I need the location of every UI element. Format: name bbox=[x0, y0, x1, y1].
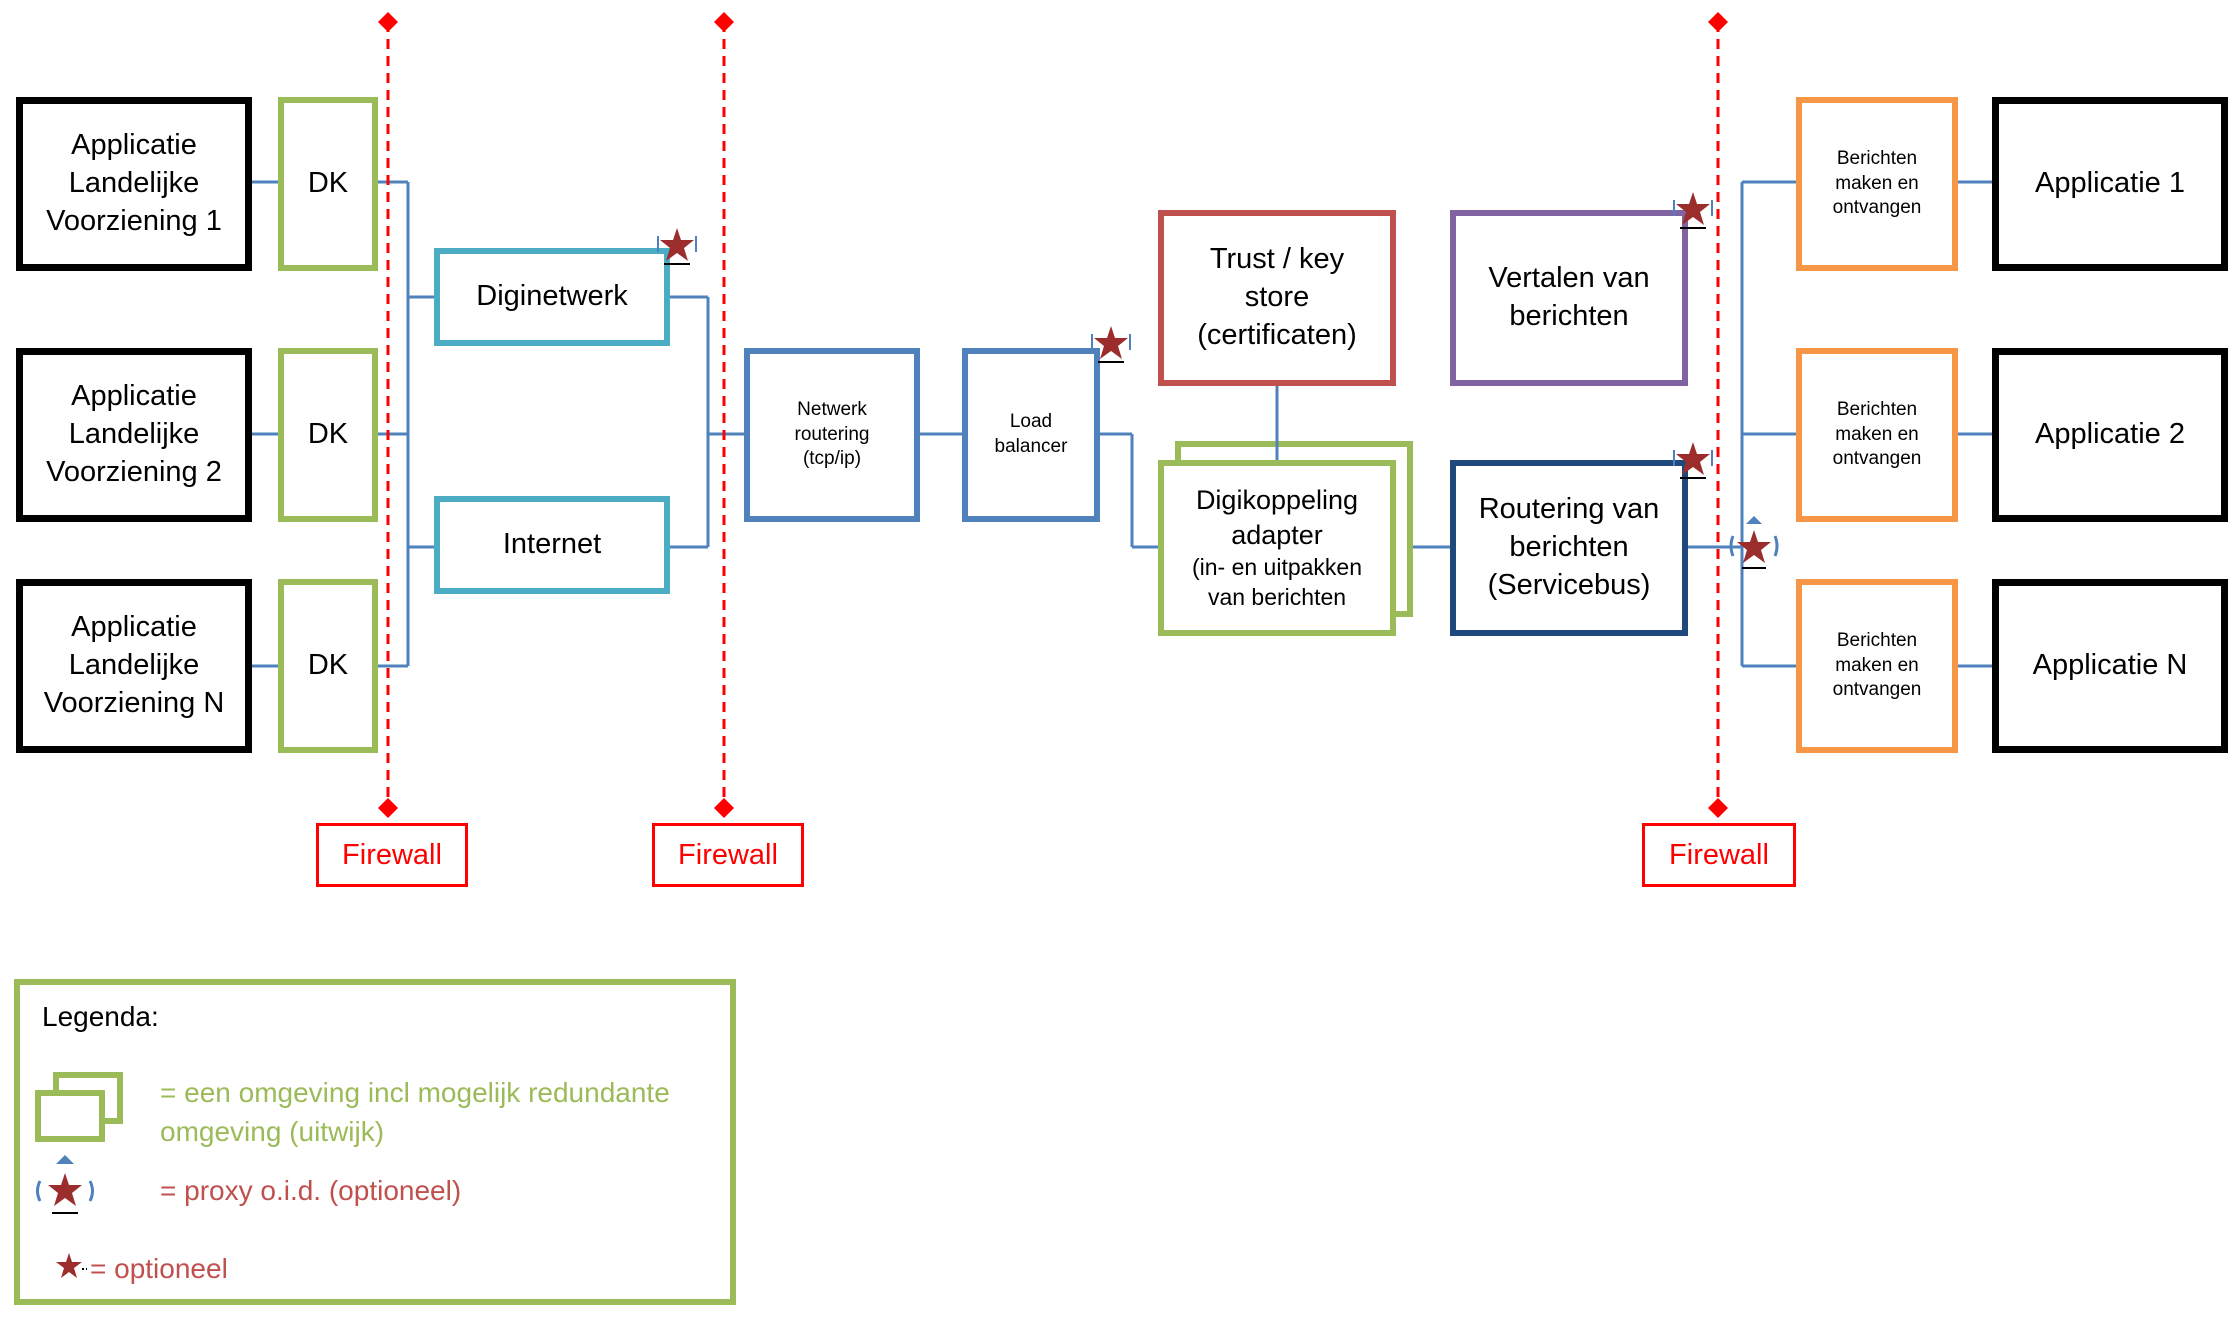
berichten-line: ontvangen bbox=[1832, 679, 1922, 701]
star-icon bbox=[1673, 192, 1713, 229]
trust-line: Trust / key bbox=[1209, 243, 1345, 276]
routering-line: Netwerk bbox=[797, 398, 867, 420]
firewall-diamond-icon bbox=[378, 12, 398, 32]
trust-key-store-box: Trust / key store (certificaten) bbox=[1158, 210, 1396, 386]
app-line: Applicatie bbox=[71, 129, 197, 162]
app-2-box: Applicatie 2 bbox=[1992, 348, 2228, 522]
app-line: Voorziening N bbox=[43, 686, 225, 719]
berichten-line: maken en bbox=[1835, 172, 1919, 194]
berichten-box-n: Berichten maken en ontvangen bbox=[1796, 579, 1958, 753]
legend-box: Legenda: = een omgeving incl mogelijk re… bbox=[14, 979, 736, 1305]
adapter-line: Digikoppeling bbox=[1195, 485, 1359, 516]
app-line: Voorziening 2 bbox=[46, 455, 222, 488]
legend-title: Legenda: bbox=[42, 1001, 159, 1032]
diginetwerk-box: Diginetwerk bbox=[434, 248, 670, 346]
legend-optional-text: = optioneel bbox=[90, 1253, 228, 1284]
app-line: Applicatie bbox=[71, 380, 197, 413]
app-landelijke-voorziening-n: Applicatie Landelijke Voorziening N bbox=[16, 579, 252, 753]
berichten-line: ontvangen bbox=[1832, 197, 1922, 219]
berichten-line: maken en bbox=[1835, 423, 1919, 445]
proxy-icon bbox=[36, 1155, 94, 1214]
legend-proxy-text: = proxy o.i.d. (optioneel) bbox=[160, 1175, 462, 1206]
berichten-box-1: Berichten maken en ontvangen bbox=[1796, 97, 1958, 271]
firewall-diamond-icon bbox=[714, 798, 734, 818]
digikoppeling-adapter-box: Digikoppeling adapter (in- en uitpakken … bbox=[1158, 460, 1396, 636]
internet-box: Internet bbox=[434, 496, 670, 594]
firewall-diamond-icon bbox=[714, 12, 734, 32]
star-icon bbox=[1091, 326, 1131, 363]
dk-label: DK bbox=[307, 418, 349, 451]
app-landelijke-voorziening-1: Applicatie Landelijke Voorziening 1 bbox=[16, 97, 252, 271]
netwerk-routering-box: Netwerk routering (tcp/ip) bbox=[744, 348, 920, 522]
trust-line: store bbox=[1244, 281, 1310, 314]
environment-icon bbox=[35, 1072, 123, 1142]
diginetwerk-label: Diginetwerk bbox=[476, 280, 628, 313]
vertalen-box: Vertalen van berichten bbox=[1450, 210, 1688, 386]
load-balancer-line: Load bbox=[1009, 411, 1053, 433]
routering-berichten-line: Routering van bbox=[1478, 493, 1660, 526]
vertalen-line: Vertalen van bbox=[1488, 262, 1650, 295]
app-right-label: Applicatie 2 bbox=[2035, 418, 2185, 451]
app-line: Landelijke bbox=[68, 649, 200, 682]
routering-berichten-line: (Servicebus) bbox=[1487, 568, 1651, 601]
app-right-label: Applicatie N bbox=[2032, 649, 2188, 682]
star-icon bbox=[56, 1253, 87, 1278]
dk-box-n: DK bbox=[278, 579, 378, 753]
adapter-line: (in- en uitpakken bbox=[1191, 554, 1363, 581]
firewall-diamond-icon bbox=[378, 798, 398, 818]
legend-environment-text: = een omgeving incl mogelijk redundante … bbox=[160, 1077, 670, 1148]
firewall-label-3: Firewall bbox=[1642, 823, 1796, 887]
app-1-box: Applicatie 1 bbox=[1992, 97, 2228, 271]
firewall-diamond-icon bbox=[1708, 798, 1728, 818]
routering-line: (tcp/ip) bbox=[802, 448, 862, 470]
app-line: Applicatie bbox=[71, 611, 197, 644]
berichten-line: Berichten bbox=[1836, 398, 1918, 420]
star-icon bbox=[657, 228, 697, 265]
app-landelijke-voorziening-2: Applicatie Landelijke Voorziening 2 bbox=[16, 348, 252, 522]
routering-line: routering bbox=[794, 423, 870, 445]
berichten-line: ontvangen bbox=[1832, 448, 1922, 470]
dk-box-2: DK bbox=[278, 348, 378, 522]
dk-label: DK bbox=[307, 167, 349, 200]
berichten-line: Berichten bbox=[1836, 147, 1918, 169]
app-line: Landelijke bbox=[68, 418, 200, 451]
app-line: Voorziening 1 bbox=[46, 204, 222, 237]
vertalen-line: berichten bbox=[1509, 300, 1629, 332]
app-right-label: Applicatie 1 bbox=[2035, 167, 2185, 200]
berichten-line: Berichten bbox=[1836, 629, 1918, 651]
routering-berichten-box: Routering van berichten (Servicebus) bbox=[1450, 460, 1688, 636]
routering-berichten-line: berichten bbox=[1509, 531, 1629, 564]
app-n-box: Applicatie N bbox=[1992, 579, 2228, 753]
load-balancer-box: Load balancer bbox=[962, 348, 1100, 522]
proxy-icon bbox=[1729, 516, 1779, 569]
app-line: Landelijke bbox=[68, 167, 200, 200]
firewall-label-1: Firewall bbox=[316, 823, 468, 887]
firewall-diamond-icon bbox=[1708, 12, 1728, 32]
adapter-line: van berichten bbox=[1207, 584, 1347, 611]
dk-box-1: DK bbox=[278, 97, 378, 271]
adapter-line: adapter bbox=[1231, 520, 1323, 551]
firewall-label-2: Firewall bbox=[652, 823, 804, 887]
load-balancer-line: balancer bbox=[994, 436, 1068, 457]
trust-line: (certificaten) bbox=[1197, 318, 1357, 351]
internet-label: Internet bbox=[502, 528, 602, 561]
berichten-line: maken en bbox=[1835, 654, 1919, 676]
dk-label: DK bbox=[307, 649, 349, 682]
berichten-box-2: Berichten maken en ontvangen bbox=[1796, 348, 1958, 522]
star-icon bbox=[1673, 442, 1713, 479]
